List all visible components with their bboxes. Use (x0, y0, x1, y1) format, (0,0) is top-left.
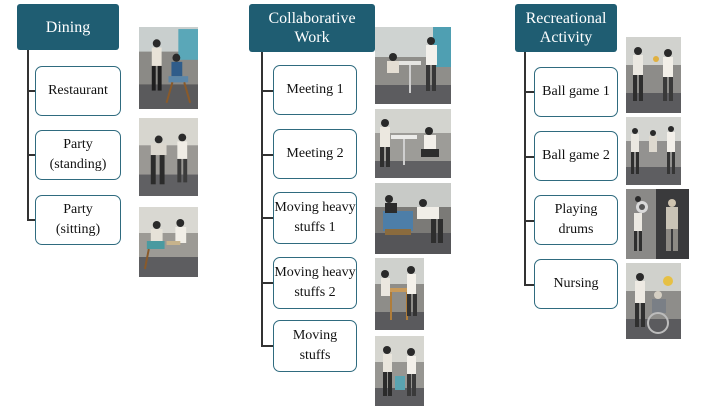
connector-dining-1 (27, 90, 35, 92)
connector-recreational-2 (524, 156, 534, 158)
photo-meeting-1 (375, 27, 451, 104)
item-ball-game-2: Ball game 2 (534, 131, 618, 181)
connector-collaborative-5 (261, 345, 273, 347)
item-moving-heavy-stuffs-2: Moving heavy stuffs 2 (273, 257, 357, 309)
connector-recreational-trunk (524, 52, 526, 285)
photo-moving-heavy-stuffs-1 (375, 183, 451, 254)
photo-party-sitting (139, 207, 198, 277)
connector-dining-2 (27, 154, 35, 156)
connector-collaborative-trunk (261, 52, 263, 346)
photo-meeting-2 (375, 109, 451, 178)
item-moving-heavy-stuffs-1: Moving heavy stuffs 1 (273, 192, 357, 244)
connector-recreational-1 (524, 91, 534, 93)
item-nursing: Nursing (534, 259, 618, 309)
photo-playing-drums (626, 189, 689, 259)
photo-moving-heavy-stuffs-2 (375, 258, 424, 330)
connector-dining-3 (27, 219, 35, 221)
photo-moving-stuffs (375, 336, 424, 406)
connector-collaborative-1 (261, 90, 273, 92)
photo-party-standing (139, 118, 198, 196)
item-ball-game-1: Ball game 1 (534, 67, 618, 117)
item-party-standing: Party (standing) (35, 130, 121, 180)
connector-dining-trunk (27, 50, 29, 221)
header-recreational-activity: Recreational Activity (515, 4, 617, 52)
item-restaurant: Restaurant (35, 66, 121, 116)
connector-collaborative-4 (261, 282, 273, 284)
item-playing-drums: Playing drums (534, 195, 618, 245)
connector-collaborative-3 (261, 217, 273, 219)
header-collaborative-work: Collaborative Work (249, 4, 375, 52)
item-party-sitting: Party (sitting) (35, 195, 121, 245)
item-meeting-2: Meeting 2 (273, 129, 357, 179)
photo-ball-game-1 (626, 37, 681, 113)
item-moving-stuffs: Moving stuffs (273, 320, 357, 372)
photo-restaurant (139, 27, 198, 109)
connector-recreational-4 (524, 284, 534, 286)
header-dining: Dining (17, 4, 119, 50)
photo-ball-game-2 (626, 117, 681, 185)
connector-recreational-3 (524, 220, 534, 222)
photo-nursing (626, 263, 681, 339)
connector-collaborative-2 (261, 154, 273, 156)
item-meeting-1: Meeting 1 (273, 65, 357, 115)
